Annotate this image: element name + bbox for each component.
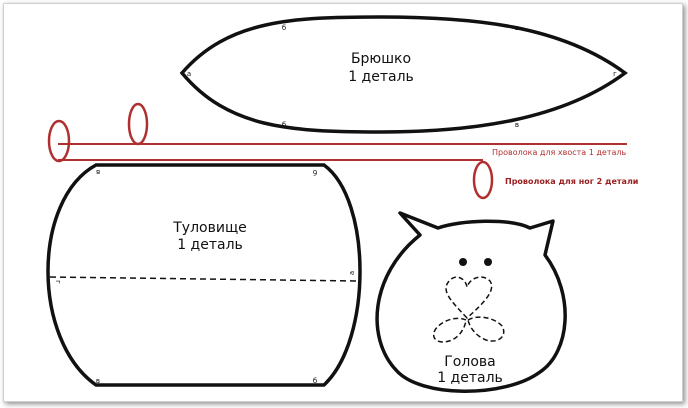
body-mark-v-tl: в bbox=[96, 168, 100, 176]
body-mark-a-right: а bbox=[348, 271, 356, 275]
wire-pieces: Проволока для хвоста 1 деталь Проволока … bbox=[47, 102, 638, 200]
tail-wire-loop-left bbox=[47, 119, 71, 163]
body-mark-v-bl: в bbox=[96, 377, 100, 385]
mouth-right-outline bbox=[467, 316, 505, 342]
legs-wire-loop bbox=[472, 160, 494, 200]
nose-heart-outline bbox=[445, 276, 493, 320]
legs-wire-label: Проволока для ног 2 детали bbox=[505, 177, 638, 186]
belly-mark-v-top: в bbox=[515, 24, 519, 32]
body-title: Туловище bbox=[172, 220, 247, 236]
tail-wire-loop-right bbox=[127, 102, 149, 146]
pattern-sheet bbox=[3, 3, 683, 402]
head-title: Голова bbox=[444, 354, 495, 370]
belly-mark-v-bottom: в bbox=[515, 121, 519, 129]
belly-piece: Брюшко 1 деталь а б в г б в bbox=[179, 15, 628, 134]
right-eye bbox=[484, 258, 492, 266]
belly-outline bbox=[179, 15, 628, 134]
belly-mark-b-bottom: б bbox=[282, 121, 286, 129]
belly-mark-b-top: б bbox=[282, 24, 286, 32]
head-piece: Голова 1 деталь bbox=[375, 211, 567, 393]
tail-wire-label: Проволока для хвоста 1 деталь bbox=[492, 148, 626, 157]
body-outline bbox=[46, 163, 362, 387]
mouth-left-outline bbox=[433, 317, 467, 343]
body-piece: Туловище 1 деталь в б г а в б bbox=[46, 163, 362, 387]
belly-count: 1 деталь bbox=[348, 69, 414, 85]
body-fold-line bbox=[49, 276, 359, 282]
belly-title: Брюшко bbox=[351, 51, 411, 67]
head-count: 1 деталь bbox=[437, 370, 503, 386]
head-outline bbox=[375, 211, 567, 393]
belly-mark-g: г bbox=[613, 70, 617, 78]
body-mark-b-br: б bbox=[313, 377, 317, 385]
body-mark-g-left: г bbox=[54, 280, 62, 284]
body-mark-b-tr: б bbox=[313, 168, 317, 176]
left-eye bbox=[459, 258, 467, 266]
body-count: 1 деталь bbox=[177, 237, 243, 253]
belly-mark-a: а bbox=[187, 70, 191, 78]
